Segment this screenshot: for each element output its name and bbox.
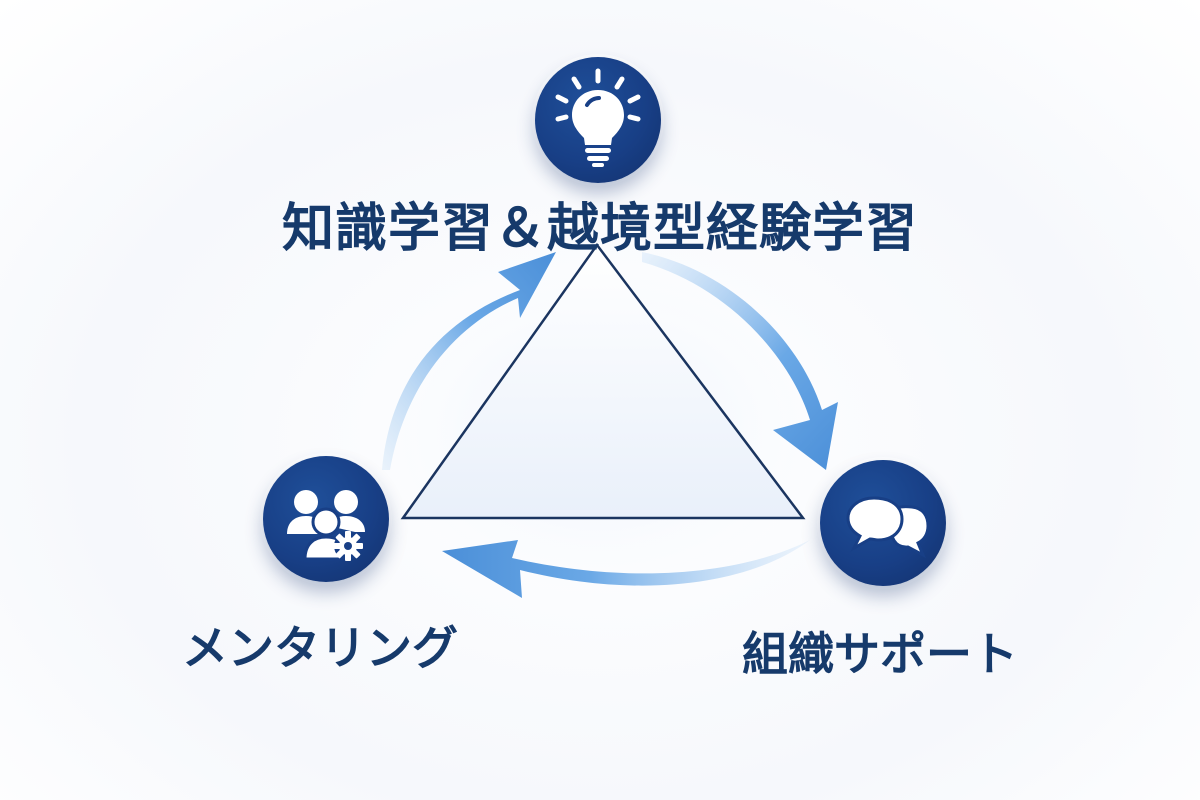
arrow-right-to-left	[442, 540, 810, 598]
right-node-label: 組織サポート	[742, 627, 1018, 681]
people-gear-icon	[287, 490, 365, 561]
left-node-label: メンタリング	[182, 621, 458, 675]
top-node-label: 知識学習＆越境型経験学習	[281, 199, 918, 259]
arrow-left-to-top	[382, 252, 556, 470]
arrow-top-to-right	[642, 252, 838, 470]
center-triangle	[400, 242, 806, 520]
chat-bubbles-icon	[846, 496, 930, 559]
node-organization-support	[820, 460, 946, 586]
lightbulb-icon	[555, 68, 641, 167]
node-mentoring	[263, 456, 389, 582]
node-knowledge-learning	[535, 57, 661, 183]
